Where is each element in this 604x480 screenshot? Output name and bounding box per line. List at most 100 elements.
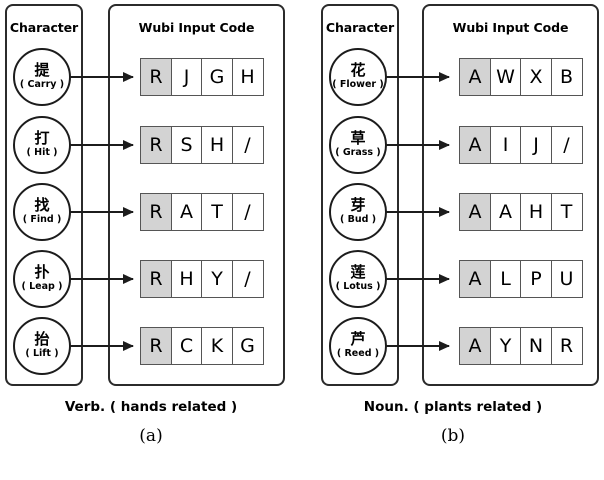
character-circle-b-2: 草 ( Grass ) <box>329 116 387 174</box>
code-cell: R <box>140 58 172 96</box>
code-cell: P <box>520 260 552 298</box>
code-cell: Y <box>201 260 233 298</box>
code-cell: / <box>231 260 264 298</box>
arrow-a-4 <box>66 274 134 284</box>
character-gloss-b-1: ( Flower ) <box>332 78 384 90</box>
panel-b-caption: Noun. ( plants related ) <box>363 399 543 415</box>
character-gloss-a-3: ( Find ) <box>22 213 62 225</box>
character-circle-b-4: 莲 ( Lotus ) <box>329 250 387 308</box>
code-cell: Y <box>489 327 522 365</box>
character-han-b-5: 芦 <box>350 330 366 349</box>
character-gloss-b-4: ( Lotus ) <box>335 280 381 292</box>
character-circle-a-4: 扑 ( Leap ) <box>13 250 71 308</box>
character-han-b-1: 花 <box>350 61 366 80</box>
code-cell: J <box>520 126 552 164</box>
code-cell: W <box>489 58 522 96</box>
character-circle-b-3: 芽 ( Bud ) <box>329 183 387 241</box>
character-han-a-1: 提 <box>34 61 50 80</box>
code-cell: R <box>140 126 172 164</box>
code-cell: A <box>459 260 491 298</box>
code-row-a-2: R S H / <box>140 126 264 164</box>
code-row-a-4: R H Y / <box>140 260 264 298</box>
code-row-a-1: R J G H <box>140 58 264 96</box>
code-cell: / <box>231 193 264 231</box>
code-cell: A <box>459 126 491 164</box>
character-gloss-b-2: ( Grass ) <box>335 146 381 158</box>
code-cell: X <box>520 58 552 96</box>
code-row-b-1: A W X B <box>459 58 583 96</box>
code-cell: K <box>201 327 233 365</box>
character-han-b-3: 芽 <box>350 196 366 215</box>
character-circle-a-5: 抬 ( Lift ) <box>13 317 71 375</box>
arrow-a-3 <box>66 207 134 217</box>
code-cell: H <box>231 58 264 96</box>
panel-a-subcaption: (a) <box>139 426 163 446</box>
character-box-title-a: Character <box>9 20 79 35</box>
panel-b-subcaption: (b) <box>440 426 466 446</box>
code-box-title-a: Wubi Input Code <box>138 20 255 35</box>
character-han-b-4: 莲 <box>350 263 366 282</box>
character-gloss-a-5: ( Lift ) <box>25 347 59 359</box>
code-cell: A <box>489 193 522 231</box>
character-circle-b-5: 芦 ( Reed ) <box>329 317 387 375</box>
code-cell: A <box>459 58 491 96</box>
code-cell: R <box>550 327 583 365</box>
code-cell: R <box>140 193 172 231</box>
code-cell: R <box>140 327 172 365</box>
code-cell: T <box>550 193 583 231</box>
character-gloss-a-1: ( Carry ) <box>19 78 65 90</box>
character-gloss-a-2: ( Hit ) <box>26 146 58 158</box>
character-box-title-b: Character <box>325 20 395 35</box>
code-cell: H <box>520 193 552 231</box>
character-han-a-2: 打 <box>34 129 50 148</box>
panel-b: Character Wubi Input Code 花 ( Flower ) 草… <box>302 0 604 480</box>
character-gloss-b-3: ( Bud ) <box>339 213 377 225</box>
character-circle-a-2: 打 ( Hit ) <box>13 116 71 174</box>
character-gloss-a-4: ( Leap ) <box>21 280 63 292</box>
arrow-a-2 <box>66 140 134 150</box>
code-cell: U <box>550 260 583 298</box>
code-row-a-5: R C K G <box>140 327 264 365</box>
code-cell: S <box>170 126 203 164</box>
arrow-b-1 <box>382 72 450 82</box>
code-cell: L <box>489 260 522 298</box>
code-row-a-3: R A T / <box>140 193 264 231</box>
character-circle-a-1: 提 ( Carry ) <box>13 48 71 106</box>
code-box-title-b: Wubi Input Code <box>452 20 569 35</box>
code-cell: N <box>520 327 552 365</box>
panel-a: Character Wubi Input Code 提 ( Carry ) 打 … <box>5 4 285 446</box>
code-cell: H <box>201 126 233 164</box>
panel-a-caption: Verb. ( hands related ) <box>64 399 238 415</box>
character-circle-b-1: 花 ( Flower ) <box>329 48 387 106</box>
code-cell: G <box>231 327 264 365</box>
code-row-b-5: A Y N R <box>459 327 583 365</box>
code-cell: A <box>459 193 491 231</box>
code-row-b-3: A A H T <box>459 193 583 231</box>
code-cell: R <box>140 260 172 298</box>
arrow-b-3 <box>382 207 450 217</box>
arrow-b-2 <box>382 140 450 150</box>
code-cell: C <box>170 327 203 365</box>
character-han-b-2: 草 <box>350 129 366 148</box>
code-cell: J <box>170 58 203 96</box>
character-han-a-4: 扑 <box>34 263 50 282</box>
code-cell: A <box>170 193 203 231</box>
character-han-a-3: 找 <box>34 196 50 215</box>
character-han-a-5: 抬 <box>34 330 50 349</box>
code-row-b-4: A L P U <box>459 260 583 298</box>
arrow-b-5 <box>382 341 450 351</box>
code-cell: / <box>550 126 583 164</box>
arrow-b-4 <box>382 274 450 284</box>
code-row-b-2: A I J / <box>459 126 583 164</box>
arrow-a-5 <box>66 341 134 351</box>
character-circle-a-3: 找 ( Find ) <box>13 183 71 241</box>
code-cell: H <box>170 260 203 298</box>
arrow-a-1 <box>66 72 134 82</box>
code-cell: I <box>489 126 522 164</box>
code-cell: A <box>459 327 491 365</box>
code-cell: T <box>201 193 233 231</box>
code-cell: B <box>550 58 583 96</box>
character-gloss-b-5: ( Reed ) <box>336 347 380 359</box>
code-cell: G <box>201 58 233 96</box>
code-cell: / <box>231 126 264 164</box>
